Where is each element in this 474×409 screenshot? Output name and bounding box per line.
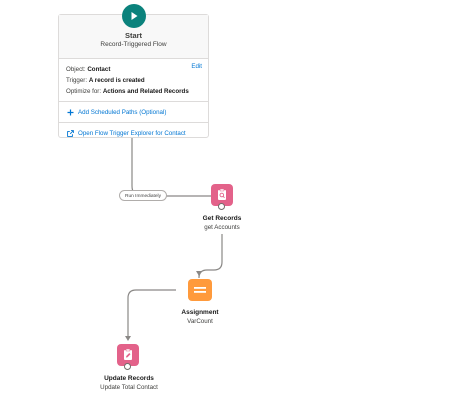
connector-branch-down bbox=[127, 289, 176, 336]
assignment-label: Assignment VarCount bbox=[155, 308, 245, 326]
get-records-node[interactable] bbox=[211, 184, 233, 206]
get-records-connector-dot[interactable] bbox=[218, 203, 225, 210]
open-trigger-explorer-label: Open Flow Trigger Explorer for Contact bbox=[78, 129, 186, 137]
connector-get-records-to-assignment bbox=[198, 234, 223, 279]
connector-start-to-get-records bbox=[131, 138, 216, 197]
assignment-icon bbox=[194, 287, 206, 293]
add-icon bbox=[66, 109, 74, 116]
optimize-label: Optimize for: bbox=[66, 88, 102, 95]
object-value: Contact bbox=[87, 66, 111, 73]
run-immediately-path-label[interactable]: Run Immediately bbox=[119, 190, 167, 201]
get-records-title: Get Records bbox=[202, 215, 242, 222]
get-records-label: Get Records get Accounts bbox=[177, 214, 267, 232]
add-scheduled-paths-link[interactable]: Add Scheduled Paths (Optional) bbox=[59, 102, 208, 123]
trigger-row: Trigger: A record is created bbox=[66, 75, 202, 86]
arrowhead-assignment bbox=[196, 271, 202, 276]
update-records-connector-dot[interactable] bbox=[124, 363, 131, 370]
open-trigger-explorer-link[interactable]: Open Flow Trigger Explorer for Contact bbox=[59, 123, 208, 143]
update-record-icon bbox=[124, 348, 132, 360]
object-row: Object: Contact bbox=[66, 64, 202, 75]
start-title: Start bbox=[124, 31, 143, 40]
start-play-button[interactable] bbox=[122, 4, 146, 28]
external-link-icon bbox=[66, 129, 74, 137]
search-record-icon bbox=[218, 188, 226, 200]
start-details: Edit Object: Contact Trigger: A record i… bbox=[59, 59, 208, 102]
update-records-node[interactable] bbox=[117, 344, 139, 366]
edit-link[interactable]: Edit bbox=[191, 63, 202, 70]
get-records-subtitle: get Accounts bbox=[204, 224, 240, 231]
object-label: Object: bbox=[66, 66, 86, 73]
add-scheduled-paths-label: Add Scheduled Paths (Optional) bbox=[78, 108, 167, 116]
trigger-value: A record is created bbox=[88, 77, 145, 84]
assignment-node[interactable] bbox=[188, 279, 212, 301]
start-subtitle: Record-Triggered Flow bbox=[100, 41, 167, 48]
optimize-row: Optimize for: Actions and Related Record… bbox=[66, 86, 202, 97]
trigger-label: Trigger: bbox=[66, 77, 88, 84]
play-icon bbox=[131, 12, 138, 20]
update-records-subtitle: Update Total Contact bbox=[100, 384, 158, 391]
start-node[interactable]: Start Record-Triggered Flow Edit Object:… bbox=[58, 4, 209, 138]
assignment-subtitle: VarCount bbox=[187, 318, 213, 325]
update-records-title: Update Records bbox=[104, 375, 154, 382]
arrowhead-update-records bbox=[125, 336, 131, 341]
update-records-label: Update Records Update Total Contact bbox=[84, 374, 174, 392]
optimize-value: Actions and Related Records bbox=[102, 88, 189, 95]
assignment-title: Assignment bbox=[181, 309, 219, 316]
